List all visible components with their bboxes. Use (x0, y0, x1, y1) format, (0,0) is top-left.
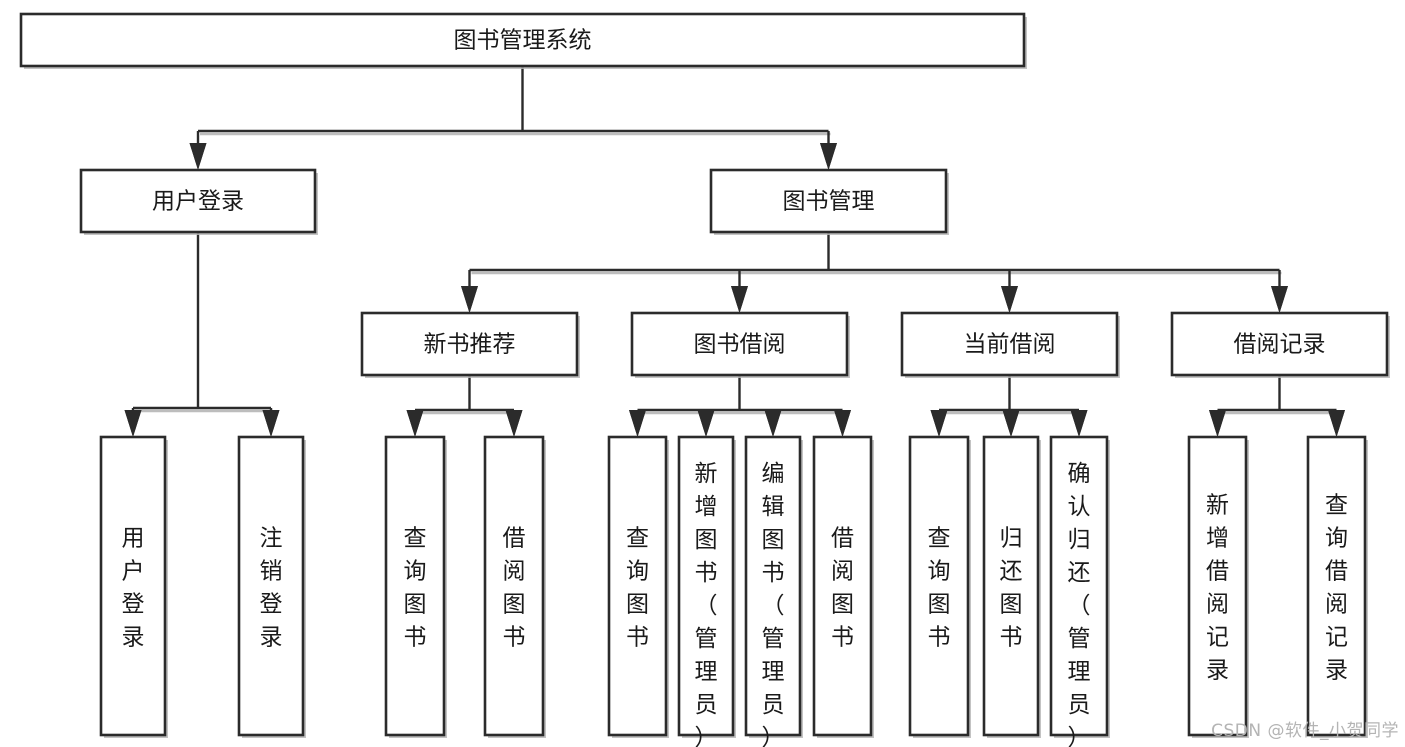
node-layer: 图书管理系统用户登录图书管理新书推荐图书借阅当前借阅借阅记录用户登录注销登录查询… (19, 12, 1390, 747)
node-leaf-add-record[interactable] (1187, 435, 1248, 737)
leaf-label-leaf-user-logout: 注销登录 (260, 526, 283, 651)
node-label-borrow-record: 借阅记录 (1234, 332, 1326, 358)
leaf-label-leaf-query-record: 查询借阅记录 (1325, 493, 1348, 684)
arrow-head-icon (629, 410, 646, 437)
node-label-root: 图书管理系统 (454, 28, 592, 54)
node-user-login[interactable] (79, 168, 317, 234)
node-root[interactable] (19, 12, 1026, 68)
node-leaf-query-record[interactable] (1306, 435, 1367, 737)
node-leaf-return-book[interactable] (982, 435, 1040, 737)
arrow-head-icon (461, 286, 478, 313)
arrow-head-icon (697, 410, 715, 437)
leaf-label-leaf-query-book-2: 查询图书 (626, 526, 649, 651)
leaf-label-leaf-borrow-book-1: 借阅图书 (503, 526, 526, 651)
node-current-borrow[interactable] (900, 311, 1119, 377)
arrow-head-icon (505, 410, 523, 437)
node-label-current-borrow: 当前借阅 (964, 332, 1056, 358)
node-leaf-query-book-1[interactable] (384, 435, 446, 737)
arrow-head-icon (406, 410, 424, 437)
node-leaf-borrow-book-2[interactable] (812, 435, 873, 737)
leaf-label-leaf-confirm-return: 确认归还（管理员） (1068, 461, 1091, 747)
arrow-head-icon (189, 143, 207, 170)
node-leaf-add-book[interactable] (677, 435, 735, 737)
leaf-label-leaf-add-book: 新增图书（管理员） (695, 461, 718, 747)
arrow-head-icon (1001, 286, 1018, 313)
connector-layer (124, 66, 1345, 437)
node-label-book-borrow: 图书借阅 (694, 332, 786, 358)
arrow-head-icon (1271, 286, 1288, 313)
arrow-head-icon (930, 410, 948, 437)
arrow-head-icon (1002, 410, 1020, 437)
node-leaf-query-book-3[interactable] (908, 435, 970, 737)
arrow-head-icon (1209, 410, 1226, 437)
leaf-label-leaf-add-record: 新增借阅记录 (1206, 493, 1229, 684)
leaf-label-leaf-borrow-book-2: 借阅图书 (831, 526, 854, 651)
watermark-label: CSDN @软件_小贺同学 (1211, 721, 1399, 741)
arrow-head-icon (1070, 410, 1088, 437)
node-borrow-record[interactable] (1170, 311, 1389, 377)
arrow-head-icon (834, 410, 851, 437)
arrow-head-icon (1328, 410, 1345, 437)
arrow-head-icon (820, 143, 837, 170)
node-leaf-borrow-book-1[interactable] (483, 435, 545, 737)
node-leaf-user-login[interactable] (99, 435, 167, 737)
leaf-label-leaf-query-book-3: 查询图书 (928, 526, 951, 651)
node-leaf-edit-book[interactable] (744, 435, 802, 737)
leaf-label-leaf-user-login: 用户登录 (122, 526, 145, 651)
node-label-book-manage: 图书管理 (783, 189, 875, 215)
leaf-label-leaf-query-book-1: 查询图书 (404, 526, 427, 651)
leaf-label-leaf-return-book: 归还图书 (1000, 526, 1023, 651)
node-new-book-rec[interactable] (360, 311, 579, 377)
node-label-user-login: 用户登录 (152, 189, 244, 215)
node-leaf-query-book-2[interactable] (607, 435, 668, 737)
node-book-manage[interactable] (709, 168, 948, 234)
arrow-head-icon (262, 410, 280, 437)
node-label-new-book-rec: 新书推荐 (424, 332, 516, 358)
leaf-label-leaf-edit-book: 编辑图书（管理员） (762, 461, 785, 747)
arrow-head-icon (731, 286, 748, 313)
arrow-head-icon (124, 410, 142, 437)
node-leaf-confirm-return[interactable] (1049, 435, 1109, 737)
arrow-head-icon (764, 410, 782, 437)
node-leaf-user-logout[interactable] (237, 435, 305, 737)
node-book-borrow[interactable] (630, 311, 849, 377)
